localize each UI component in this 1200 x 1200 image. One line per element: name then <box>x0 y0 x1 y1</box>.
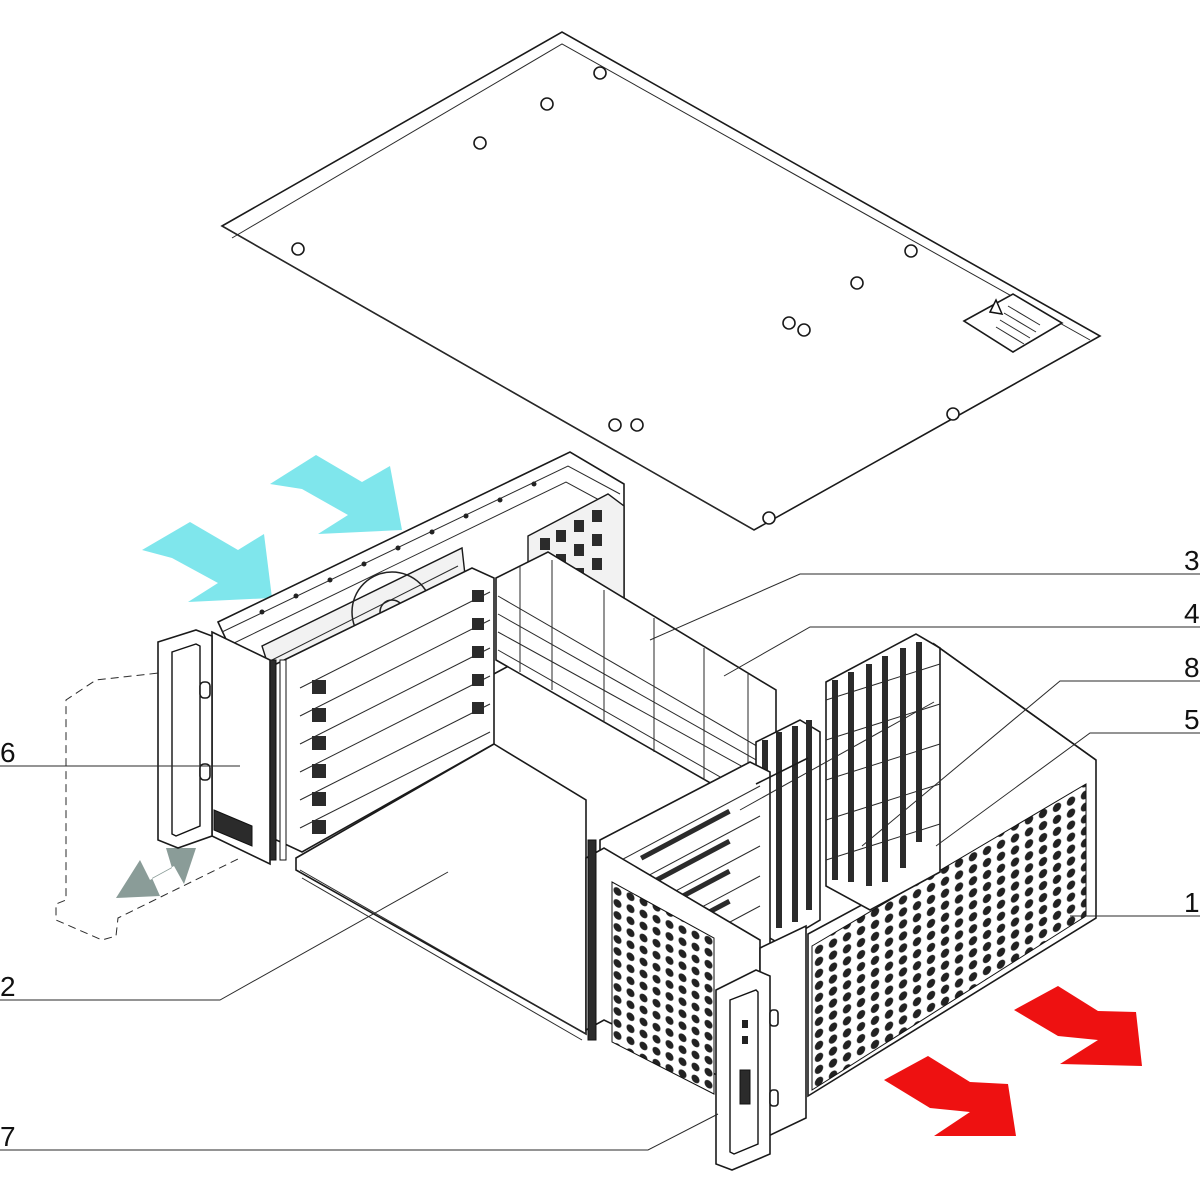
left-handle-slot-lower <box>199 763 211 781</box>
exhaust-arrow-upper <box>1014 986 1142 1066</box>
intake-arrows <box>142 455 402 602</box>
board-outline-dashed <box>55 665 241 941</box>
plug-in-boards <box>495 551 777 801</box>
callout-4: 4 <box>1184 598 1200 629</box>
warning-label <box>962 293 1064 353</box>
cover-screw-holes <box>291 66 960 525</box>
chassis-floor <box>295 743 587 1041</box>
right-front-panel <box>715 924 807 1171</box>
exhaust-arrows <box>884 986 1142 1136</box>
leader-7 <box>0 1113 719 1151</box>
rear-wall-holes <box>259 481 537 615</box>
exhaust-arrow-lower <box>884 1056 1016 1136</box>
intake-arrow-lower <box>142 522 272 602</box>
left-front-panel <box>157 629 271 866</box>
callout-6: 6 <box>0 737 16 768</box>
callout-8: 8 <box>1184 652 1200 683</box>
callout-7: 7 <box>0 1121 16 1152</box>
top-cover <box>220 31 1102 531</box>
callout-labels: 3 4 8 5 1 6 2 7 <box>0 545 1200 1152</box>
warning-label-icon <box>988 298 1004 315</box>
insert-direction-arrow <box>116 848 196 898</box>
leader-4 <box>723 626 1200 677</box>
callout-3: 3 <box>1184 545 1200 576</box>
leader-2 <box>0 871 449 1001</box>
callout-5: 5 <box>1184 704 1200 735</box>
leader-3 <box>649 573 1200 641</box>
callout-1: 1 <box>1184 887 1200 918</box>
chassis-top-rim <box>739 643 1097 811</box>
right-card-cage <box>825 633 941 911</box>
left-card-cage <box>267 567 495 861</box>
leader-5 <box>935 732 1200 847</box>
callout-2: 2 <box>0 971 16 1002</box>
right-handle-slot-lower <box>769 1089 779 1107</box>
leader-8 <box>861 680 1200 847</box>
intake-arrow-upper <box>270 455 402 534</box>
right-handle-slot-upper <box>769 1009 779 1027</box>
front-connector <box>739 1069 751 1105</box>
left-handle-slot-upper <box>199 681 211 699</box>
callout-leaders <box>0 573 1200 1151</box>
